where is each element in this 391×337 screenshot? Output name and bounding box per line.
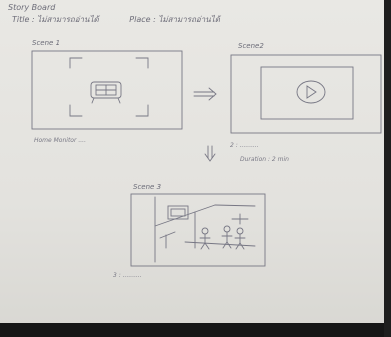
play-button-icon	[296, 80, 326, 104]
scene-3-caption: 3 : ..........	[113, 272, 142, 279]
scene-1-label: Scene 1	[32, 39, 61, 47]
scene-3-label: Scene 3	[133, 183, 162, 191]
right-arrow-icon	[193, 87, 217, 101]
person-figure-icon	[199, 227, 211, 250]
scene-2-frame	[230, 54, 382, 134]
table-edge	[384, 0, 391, 337]
scene-1-caption: Home Monitor ....	[34, 137, 86, 144]
person-figure-icon	[234, 227, 246, 250]
person-figure-icon	[221, 225, 233, 249]
video-screen	[260, 66, 354, 120]
scene-2-label: Scene2	[238, 42, 264, 50]
place-field: Place : ไม่สามารถอ่านได้	[129, 15, 220, 24]
scene-3-frame	[130, 193, 266, 267]
viewfinder-corners-icon	[69, 57, 149, 117]
home-monitor-device-icon	[90, 81, 122, 104]
scene-2-caption: 2 : ..........	[230, 142, 259, 149]
table-surface	[0, 323, 391, 337]
header-fields: Title : ไม่สามารถอ่านได้ Place : ไม่สามา…	[12, 13, 248, 26]
scene-2-duration: Duration : 2 min	[240, 156, 289, 163]
storyboard-title: Story Board	[8, 3, 56, 12]
title-field: Title : ไม่สามารถอ่านได้	[12, 15, 99, 24]
scene-1-frame	[31, 50, 183, 130]
scene-3-sketch	[154, 196, 256, 263]
down-arrow-icon	[204, 145, 216, 162]
